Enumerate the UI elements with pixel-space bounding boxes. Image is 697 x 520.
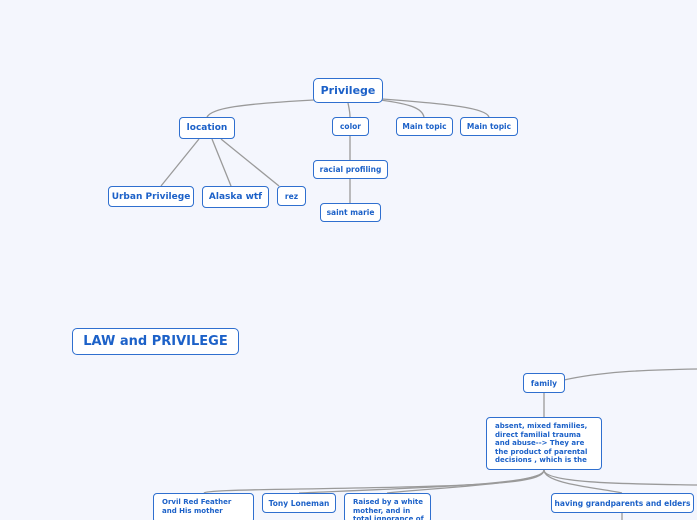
link-privilege-location bbox=[206, 99, 315, 118]
orvil-red-feather-node[interactable]: Orvil Red Feather and His mother bbox=[153, 493, 254, 520]
link-location-urban bbox=[160, 138, 200, 187]
absent-families-node[interactable]: absent, mixed families, direct familial … bbox=[486, 417, 602, 470]
saint-marie-node[interactable]: saint marie bbox=[320, 203, 381, 222]
main-topic-node-1[interactable]: Main topic bbox=[396, 117, 453, 136]
main-topic-node-2[interactable]: Main topic bbox=[460, 117, 518, 136]
link-location-alaska bbox=[211, 138, 232, 187]
alaska-node[interactable]: Alaska wtf bbox=[202, 186, 269, 208]
urban-privilege-node[interactable]: Urban Privilege bbox=[108, 186, 194, 207]
link-absent-raised bbox=[386, 469, 545, 494]
location-node[interactable]: location bbox=[179, 117, 235, 139]
link-absent-offscreen bbox=[543, 469, 697, 486]
raised-by-white-mother-node[interactable]: Raised by a white mother, and in total i… bbox=[344, 493, 431, 520]
link-privilege-color bbox=[347, 102, 351, 118]
law-and-privilege-root-node[interactable]: LAW and PRIVILEGE bbox=[72, 328, 239, 355]
color-node[interactable]: color bbox=[332, 117, 369, 136]
link-privilege-main-topic-2 bbox=[381, 98, 490, 118]
racial-profiling-node[interactable]: racial profiling bbox=[313, 160, 388, 179]
family-node[interactable]: family bbox=[523, 373, 565, 393]
rez-node[interactable]: rez bbox=[277, 186, 306, 206]
link-family-offscreen bbox=[563, 368, 697, 381]
privilege-root-node[interactable]: Privilege bbox=[313, 78, 383, 103]
link-absent-orvil bbox=[203, 469, 545, 494]
tony-loneman-node[interactable]: Tony Loneman bbox=[262, 493, 336, 513]
link-location-rez bbox=[220, 138, 280, 187]
link-absent-grandparents bbox=[543, 469, 623, 494]
link-privilege-main-topic-1 bbox=[379, 99, 425, 118]
grandparents-elders-node[interactable]: having grandparents and elders bbox=[551, 493, 694, 513]
